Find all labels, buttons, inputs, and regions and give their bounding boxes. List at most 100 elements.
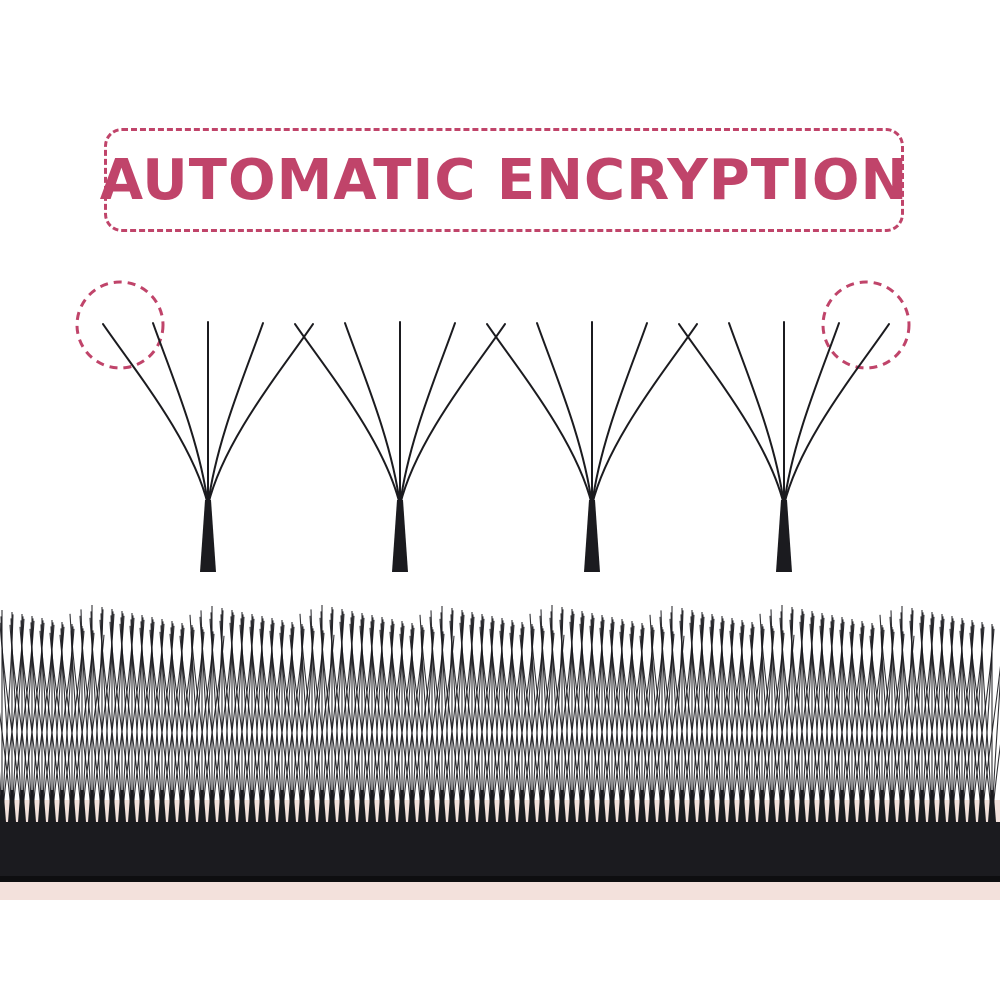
strip-fan-base: [688, 790, 696, 822]
strip-fan-base: [418, 790, 426, 822]
lash-fiber: [399, 323, 506, 506]
strip-fan-base: [558, 790, 566, 822]
strip-lash-fan: [249, 618, 295, 823]
strip-fan-base: [148, 790, 156, 822]
strip-fan-base: [718, 790, 726, 822]
strip-fan-base: [628, 790, 636, 822]
lash-fiber: [102, 323, 209, 506]
strip-fan-base: [478, 790, 486, 822]
strip-fan-base: [898, 790, 906, 822]
strip-fan-base: [438, 790, 446, 822]
strip-fan-base: [578, 790, 586, 822]
strip-fan-base: [398, 790, 406, 822]
strip-fan-base: [828, 790, 836, 822]
strip-lash-fan: [889, 608, 935, 823]
lash-fiber: [207, 323, 314, 506]
strip-fan-base: [988, 790, 996, 822]
page-title: AUTOMATIC ENCRYPTION: [99, 147, 909, 213]
strip-fan-base: [18, 790, 26, 822]
lash-fiber: [486, 323, 593, 506]
lash-band: [0, 822, 1000, 876]
strip-fan-base: [918, 790, 926, 822]
strip-fan-base: [308, 790, 316, 822]
strip-lash-fan: [49, 624, 95, 823]
strip-fan-base: [138, 790, 146, 822]
lash-fiber: [152, 322, 209, 506]
lash-fan-base: [776, 500, 792, 572]
strip-fan-base: [168, 790, 176, 822]
strip-lashes: [0, 605, 1000, 823]
lash-fiber: [591, 323, 698, 506]
strip-fan-base: [788, 790, 796, 822]
strip-fan-base: [808, 790, 816, 822]
strip-fan-base: [798, 790, 806, 822]
strip-fan-base: [318, 790, 326, 822]
strip-fan-base: [358, 790, 366, 822]
strip-fan-base: [678, 790, 686, 822]
strip-fan-base: [878, 790, 886, 822]
lash-fiber: [399, 322, 456, 506]
highlight-circle-left: [75, 280, 165, 370]
strip-fan-base: [888, 790, 896, 822]
strip-fan-base: [758, 790, 766, 822]
strip-fan-base: [228, 790, 236, 822]
lash-fiber: [344, 322, 401, 506]
lash-fiber: [783, 323, 890, 506]
strip-fan-base: [158, 790, 166, 822]
strip-fan-base: [408, 790, 416, 822]
lash-fan-base: [584, 500, 600, 572]
strip-fan-base: [518, 790, 526, 822]
strip-fan-base: [638, 790, 646, 822]
strip-fan-base: [88, 790, 96, 822]
strip-fan-base: [978, 790, 986, 822]
strip-fan-base: [368, 790, 376, 822]
lash-strip: [0, 605, 1000, 900]
lash-fan-3: [486, 321, 698, 572]
strip-fan-base: [748, 790, 756, 822]
strip-fan-base: [708, 790, 716, 822]
strip-fan-base: [528, 790, 536, 822]
strip-fan-base: [78, 790, 86, 822]
strip-fan-base: [28, 790, 36, 822]
lash-fan-2: [294, 321, 506, 572]
strip-fan-base: [568, 790, 576, 822]
strip-fan-base: [858, 790, 866, 822]
strip-fan-base: [778, 790, 786, 822]
strip-fan-base: [328, 790, 336, 822]
strip-lash-fan: [799, 613, 845, 823]
strip-fan-base: [458, 790, 466, 822]
strip-fan-base: [278, 790, 286, 822]
strip-fan-base: [128, 790, 136, 822]
strip-fan-base: [508, 790, 516, 822]
strip-fan-base: [118, 790, 126, 822]
strip-fan-base: [588, 790, 596, 822]
lash-fan-1: [102, 321, 314, 572]
highlight-circle-right: [821, 280, 911, 370]
strip-fan-base: [208, 790, 216, 822]
strip-fan-base: [198, 790, 206, 822]
strip-fan-base: [108, 790, 116, 822]
lash-fan-base: [392, 500, 408, 572]
strip-fan-base: [178, 790, 186, 822]
strip-fan-base: [548, 790, 556, 822]
lash-fan-4: [678, 321, 890, 572]
strip-fan-base: [248, 790, 256, 822]
lash-fans: [102, 321, 890, 572]
strip-fan-base: [938, 790, 946, 822]
strip-fan-base: [848, 790, 856, 822]
lash-fiber: [207, 322, 264, 506]
strip-fan-base: [968, 790, 976, 822]
strip-fan-base: [58, 790, 66, 822]
strip-fan-base: [338, 790, 346, 822]
strip-fan-base: [298, 790, 306, 822]
strip-fan-base: [468, 790, 476, 822]
strip-fan-base: [378, 790, 386, 822]
strip-fan-base: [838, 790, 846, 822]
strip-fan-base: [188, 790, 196, 822]
strip-fan-base: [488, 790, 496, 822]
strip-fan-base: [608, 790, 616, 822]
lash-fiber: [294, 323, 401, 506]
lash-fiber: [783, 322, 840, 506]
strip-fan-base: [598, 790, 606, 822]
strip-fan-base: [658, 790, 666, 822]
